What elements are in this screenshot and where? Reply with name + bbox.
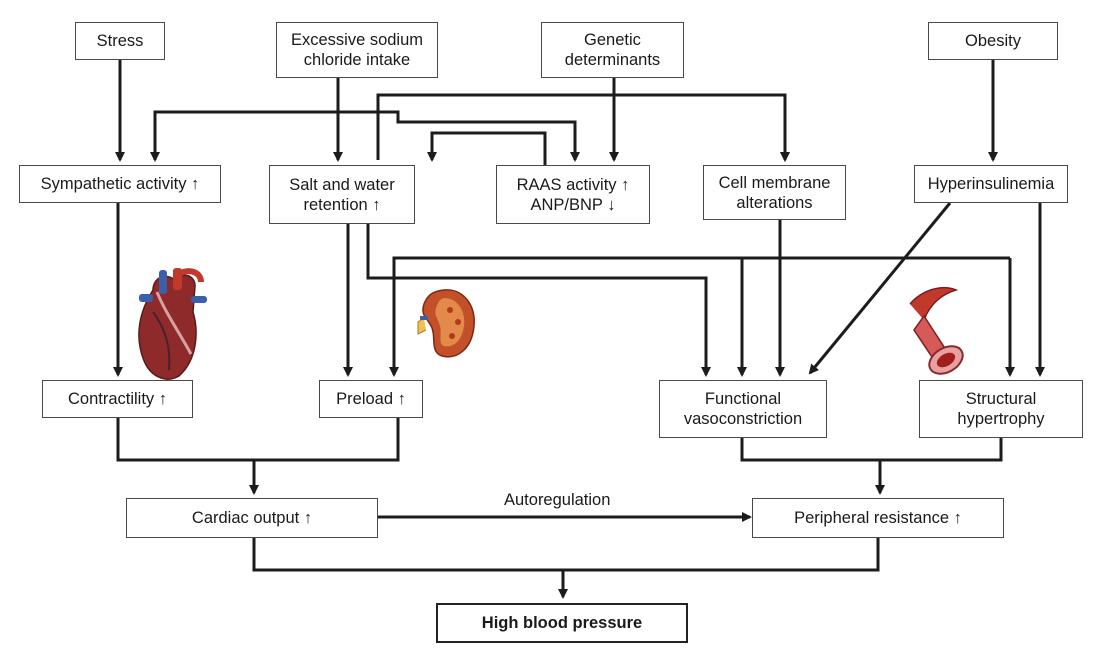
node-high-bp-label: High blood pressure xyxy=(481,614,643,632)
node-cell-membrane: Cell membrane alterations xyxy=(703,165,846,220)
node-sympathetic-activity: Sympathetic activity ↑ xyxy=(19,165,221,203)
node-genetic-label: Genetic determinants xyxy=(564,31,661,69)
edge-label-autoregulation: Autoregulation xyxy=(500,490,615,510)
edge-saltwater-functional xyxy=(366,224,711,377)
node-hyperinsulinemia-label: Hyperinsulinemia xyxy=(927,175,1055,193)
edge-sodium-sympathetic xyxy=(150,110,338,162)
node-obesity: Obesity xyxy=(928,22,1058,60)
node-raas-activity: RAAS activity ↑ ANP/BNP ↓ xyxy=(496,165,650,224)
node-salt-water-retention: Salt and water retention ↑ xyxy=(269,165,415,224)
node-cell-membrane-label: Cell membrane alterations xyxy=(718,173,831,212)
node-functional-vasoconstriction: Functional vasoconstriction xyxy=(659,380,827,438)
node-cardiac-output: Cardiac output ↑ xyxy=(126,498,378,538)
edge-feedback-preload xyxy=(389,256,1010,377)
edge-sodium-raas xyxy=(338,110,580,162)
node-obesity-label: Obesity xyxy=(965,32,1021,50)
node-stress: Stress xyxy=(75,22,165,60)
heart-illustration xyxy=(138,268,207,380)
node-sympathetic-label: Sympathetic activity ↑ xyxy=(40,175,200,193)
node-high-blood-pressure: High blood pressure xyxy=(436,603,688,643)
edge-cardiacoutput-highbp xyxy=(252,538,568,599)
node-preload-label: Preload ↑ xyxy=(336,390,406,408)
edge-contractility-cardiacoutput xyxy=(116,418,259,495)
edge-raas-saltwater xyxy=(427,131,547,165)
node-contractility: Contractility ↑ xyxy=(42,380,193,418)
node-peripheral-label: Peripheral resistance ↑ xyxy=(794,509,962,527)
edge-peripheral-highbp xyxy=(563,538,880,572)
edge-functional-peripheral xyxy=(740,438,885,495)
node-salt-water-label: Salt and water retention ↑ xyxy=(289,175,395,214)
node-sodium-intake: Excessive sodium chloride intake xyxy=(276,22,438,78)
kidney-illustration xyxy=(417,289,475,358)
node-preload: Preload ↑ xyxy=(319,380,423,418)
edge-preload-cardiacoutput xyxy=(254,418,400,462)
node-functional-label: Functional vasoconstriction xyxy=(683,390,803,428)
edge-genetic-saltwater xyxy=(376,93,790,162)
node-contractility-label: Contractility ↑ xyxy=(67,390,168,408)
node-stress-label: Stress xyxy=(96,32,144,50)
node-structural-label: Structural hypertrophy xyxy=(957,390,1045,428)
blood-vessel-illustration xyxy=(909,286,964,375)
edge-hyperinsulinemia-functional xyxy=(808,202,952,375)
node-raas-label: RAAS activity ↑ ANP/BNP ↓ xyxy=(516,175,630,214)
node-cardiac-output-label: Cardiac output ↑ xyxy=(191,509,313,527)
node-structural-hypertrophy: Structural hypertrophy xyxy=(919,380,1083,438)
node-sodium-label: Excessive sodium chloride intake xyxy=(290,31,424,69)
node-peripheral-resistance: Peripheral resistance ↑ xyxy=(752,498,1004,538)
edge-structural-peripheral xyxy=(880,438,1003,462)
node-hyperinsulinemia: Hyperinsulinemia xyxy=(914,165,1068,203)
node-genetic-determinants: Genetic determinants xyxy=(541,22,684,78)
